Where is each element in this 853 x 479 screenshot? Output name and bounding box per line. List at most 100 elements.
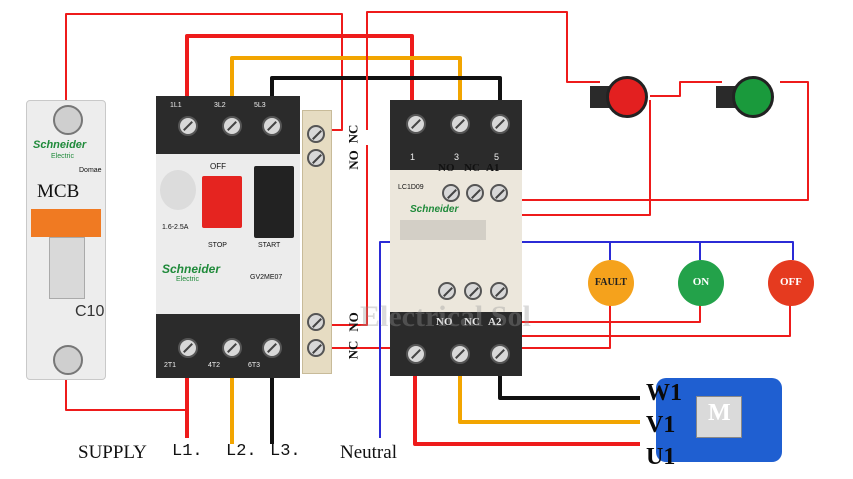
mpcb-top-screw-3 [262, 116, 282, 136]
contactor-bottom-screw-3 [490, 344, 510, 364]
mcb-series: Domae [79, 167, 102, 174]
mcb-top-terminal [53, 105, 83, 135]
mpcb-brand-sub: Electric [176, 276, 199, 283]
supply-l2: L2. [226, 442, 257, 461]
mpcb-brand: Schneider [162, 262, 221, 276]
wire-motor-v1 [458, 360, 640, 424]
stop-button[interactable] [202, 176, 242, 228]
wire-off-lamp [520, 300, 791, 337]
contactor-aux-nc-screw [466, 184, 484, 202]
contactor-bottom-no: NO [436, 316, 453, 328]
red-push-button-cap[interactable] [606, 76, 648, 118]
start-button[interactable] [254, 166, 294, 238]
aux-top-screw-1 [307, 125, 325, 143]
contactor-top-nc: NC [464, 162, 480, 174]
supply-label: SUPPLY [78, 442, 147, 463]
wire-control-red-2 [650, 81, 722, 97]
wire-control-red-5 [320, 145, 368, 326]
motor-terminal-box [696, 396, 742, 438]
mpcb-top-term-1: 1L1 [170, 102, 182, 109]
contactor-top-screw-1 [406, 114, 426, 134]
mpcb-bottom-term-1: 2T1 [164, 362, 177, 369]
contactor-top-a1: A1 [486, 162, 500, 174]
aux-bottom-nc: NC [345, 340, 361, 360]
contactor-brand: Schneider [410, 204, 459, 215]
green-push-button-cap[interactable] [732, 76, 774, 118]
mpcb-bottom-term-2: 4T2 [208, 362, 221, 369]
wire-control-red-1 [366, 11, 600, 130]
motor-terminal-u1: U1 [646, 444, 676, 470]
mpcb-bottom-screw-1 [178, 338, 198, 358]
contactor-top-screw-3 [490, 114, 510, 134]
mpcb-off-text: OFF [210, 162, 226, 171]
mcb-lever[interactable] [49, 237, 85, 299]
contactor-bottom-screw-2 [450, 344, 470, 364]
mpcb-range: 1.6-2.5A [162, 224, 189, 231]
motor-terminal-w1: W1 [646, 380, 682, 406]
contactor-num-5: 5 [494, 152, 500, 162]
mpcb-bottom-screw-2 [222, 338, 242, 358]
contactor-window [400, 220, 486, 240]
fault-lamp-label: FAULT [594, 277, 628, 288]
aux-top-nc: NC [345, 124, 361, 144]
contactor-top-no: NO [438, 162, 455, 174]
mcb-bottom-terminal [53, 345, 83, 375]
on-lamp: ON [678, 260, 724, 306]
supply-neutral: Neutral [340, 442, 397, 463]
contactor-num-1: 1 [410, 152, 416, 162]
motor: M [646, 372, 796, 472]
motor-label: M [708, 400, 731, 426]
mpcb-model: GV2ME07 [250, 274, 283, 281]
contactor-top-screw-2 [450, 114, 470, 134]
mpcb: 1L1 3L2 5L3 1.6-2.5A OFF STOP START Schn… [156, 96, 300, 378]
aux-contact-block [302, 110, 332, 374]
mpcb-top-screw-2 [222, 116, 242, 136]
mcb-toggle[interactable] [31, 209, 101, 237]
contactor-bottom-nc: NC [464, 316, 480, 328]
contactor-num-3: 3 [454, 152, 460, 162]
mpcb-top-term-3: 5L3 [254, 102, 266, 109]
wire-motor-u1 [413, 360, 640, 446]
contactor-bottom-no-screw [438, 282, 456, 300]
red-push-button[interactable] [590, 72, 654, 122]
supply-l1: L1. [172, 442, 203, 461]
wire-mcb-bottom [65, 370, 187, 411]
contactor-aux-no-screw [442, 184, 460, 202]
watermark: Electrical Sol [360, 300, 531, 333]
mcb-rating: C10 [75, 303, 105, 320]
wire-on-lamp [520, 300, 701, 323]
aux-top-screw-2 [307, 149, 325, 167]
mpcb-dial[interactable] [160, 170, 196, 210]
wire-neutral [379, 241, 794, 438]
contactor-bottom-a2: A2 [488, 316, 502, 328]
wire-l1-top [185, 34, 414, 112]
mpcb-bottom-term-3: 6T3 [248, 362, 261, 369]
mpcb-stop-text: STOP [208, 242, 227, 249]
supply-l3: L3. [270, 442, 301, 461]
contactor-bottom-nc-screw [464, 282, 482, 300]
contactor-a1-screw [490, 184, 508, 202]
mcb-brand-sub: Electric [51, 153, 74, 160]
wire-l2-top [230, 56, 462, 112]
mpcb-top-screw-1 [178, 116, 198, 136]
mcb: Schneider Electric Domae MCB C10 [26, 100, 106, 380]
aux-bottom-screw-1 [307, 313, 325, 331]
contactor-top-block [390, 100, 522, 170]
aux-bottom-screw-2 [307, 339, 325, 357]
wire-control-red-4 [470, 100, 651, 216]
green-push-button[interactable] [716, 72, 780, 122]
contactor-a2-screw [490, 282, 508, 300]
aux-top-no: NO [345, 150, 361, 170]
off-lamp: OFF [768, 260, 814, 306]
contactor: 1 3 5 NO NC A1 LC1D09 Schneider NO NC A2 [390, 100, 522, 376]
motor-terminal-v1: V1 [646, 412, 676, 438]
mpcb-start-text: START [258, 242, 281, 249]
wire-l3-top [270, 76, 502, 112]
wire-control-red-3 [520, 81, 809, 201]
fault-lamp: FAULT [588, 260, 634, 306]
on-lamp-label: ON [692, 276, 710, 288]
mcb-label: MCB [37, 181, 80, 202]
off-lamp-label: OFF [780, 276, 802, 288]
mpcb-top-term-2: 3L2 [214, 102, 226, 109]
